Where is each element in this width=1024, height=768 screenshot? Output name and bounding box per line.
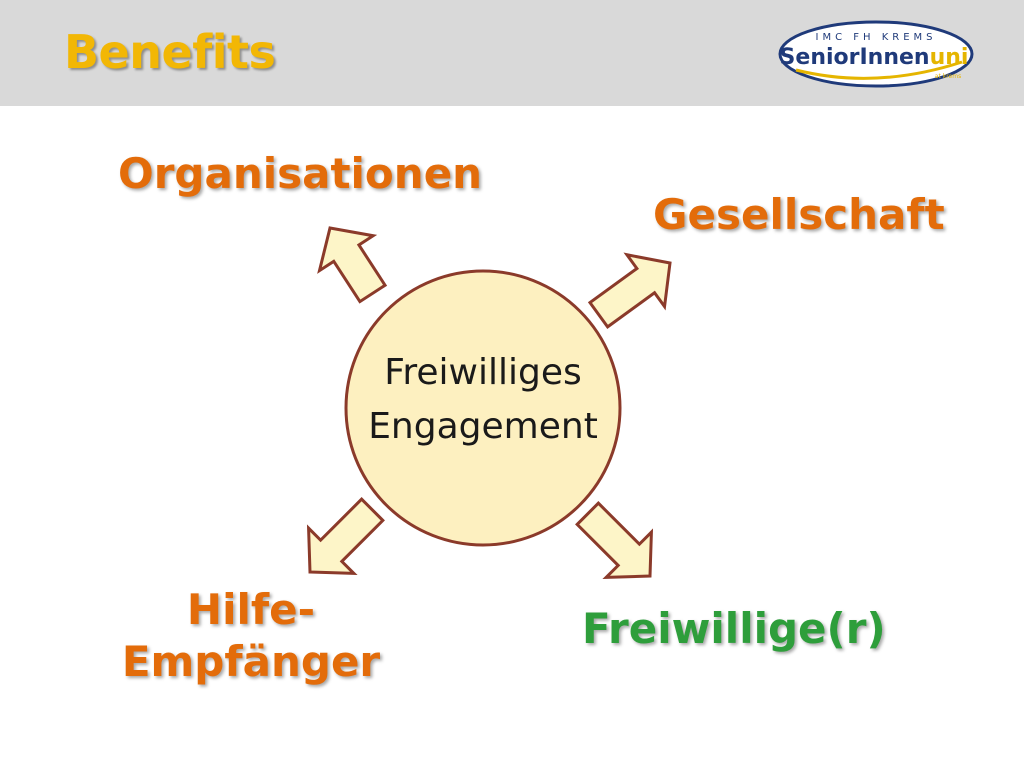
arrow-to-organisationen xyxy=(317,226,388,304)
center-label-line2: Engagement xyxy=(368,406,598,447)
center-label-line1: Freiwilliges xyxy=(384,352,582,393)
logo-sub-text: at krems xyxy=(935,73,961,80)
center-circle xyxy=(344,269,622,547)
node-freiwillige: Freiwillige(r) xyxy=(582,604,886,653)
slide-title: Benefits xyxy=(64,25,276,79)
logo-main-text: SeniorInnen xyxy=(780,45,930,70)
node-gesellschaft: Gesellschaft xyxy=(653,190,945,239)
senioren-uni-logo: IMC FH KREMS SeniorInnenuni at krems xyxy=(778,20,974,88)
node-hilfe-line2: Empfänger xyxy=(121,637,381,686)
arrow-to-hilfe-empfaenger xyxy=(306,497,385,576)
svg-text:SeniorInnenuni: SeniorInnenuni xyxy=(780,45,969,70)
center-label: Freiwilliges Engagement xyxy=(348,346,618,454)
arrow-to-gesellschaft xyxy=(587,252,672,329)
arrow-to-freiwillige xyxy=(575,501,654,580)
node-hilfe-empfaenger: Hilfe- Empfänger xyxy=(118,584,384,688)
logo-accent-text: uni xyxy=(930,45,969,70)
logo-top-text: IMC FH KREMS xyxy=(816,32,937,43)
node-hilfe-line1: Hilfe- xyxy=(186,585,316,634)
node-organisationen: Organisationen xyxy=(118,149,483,198)
